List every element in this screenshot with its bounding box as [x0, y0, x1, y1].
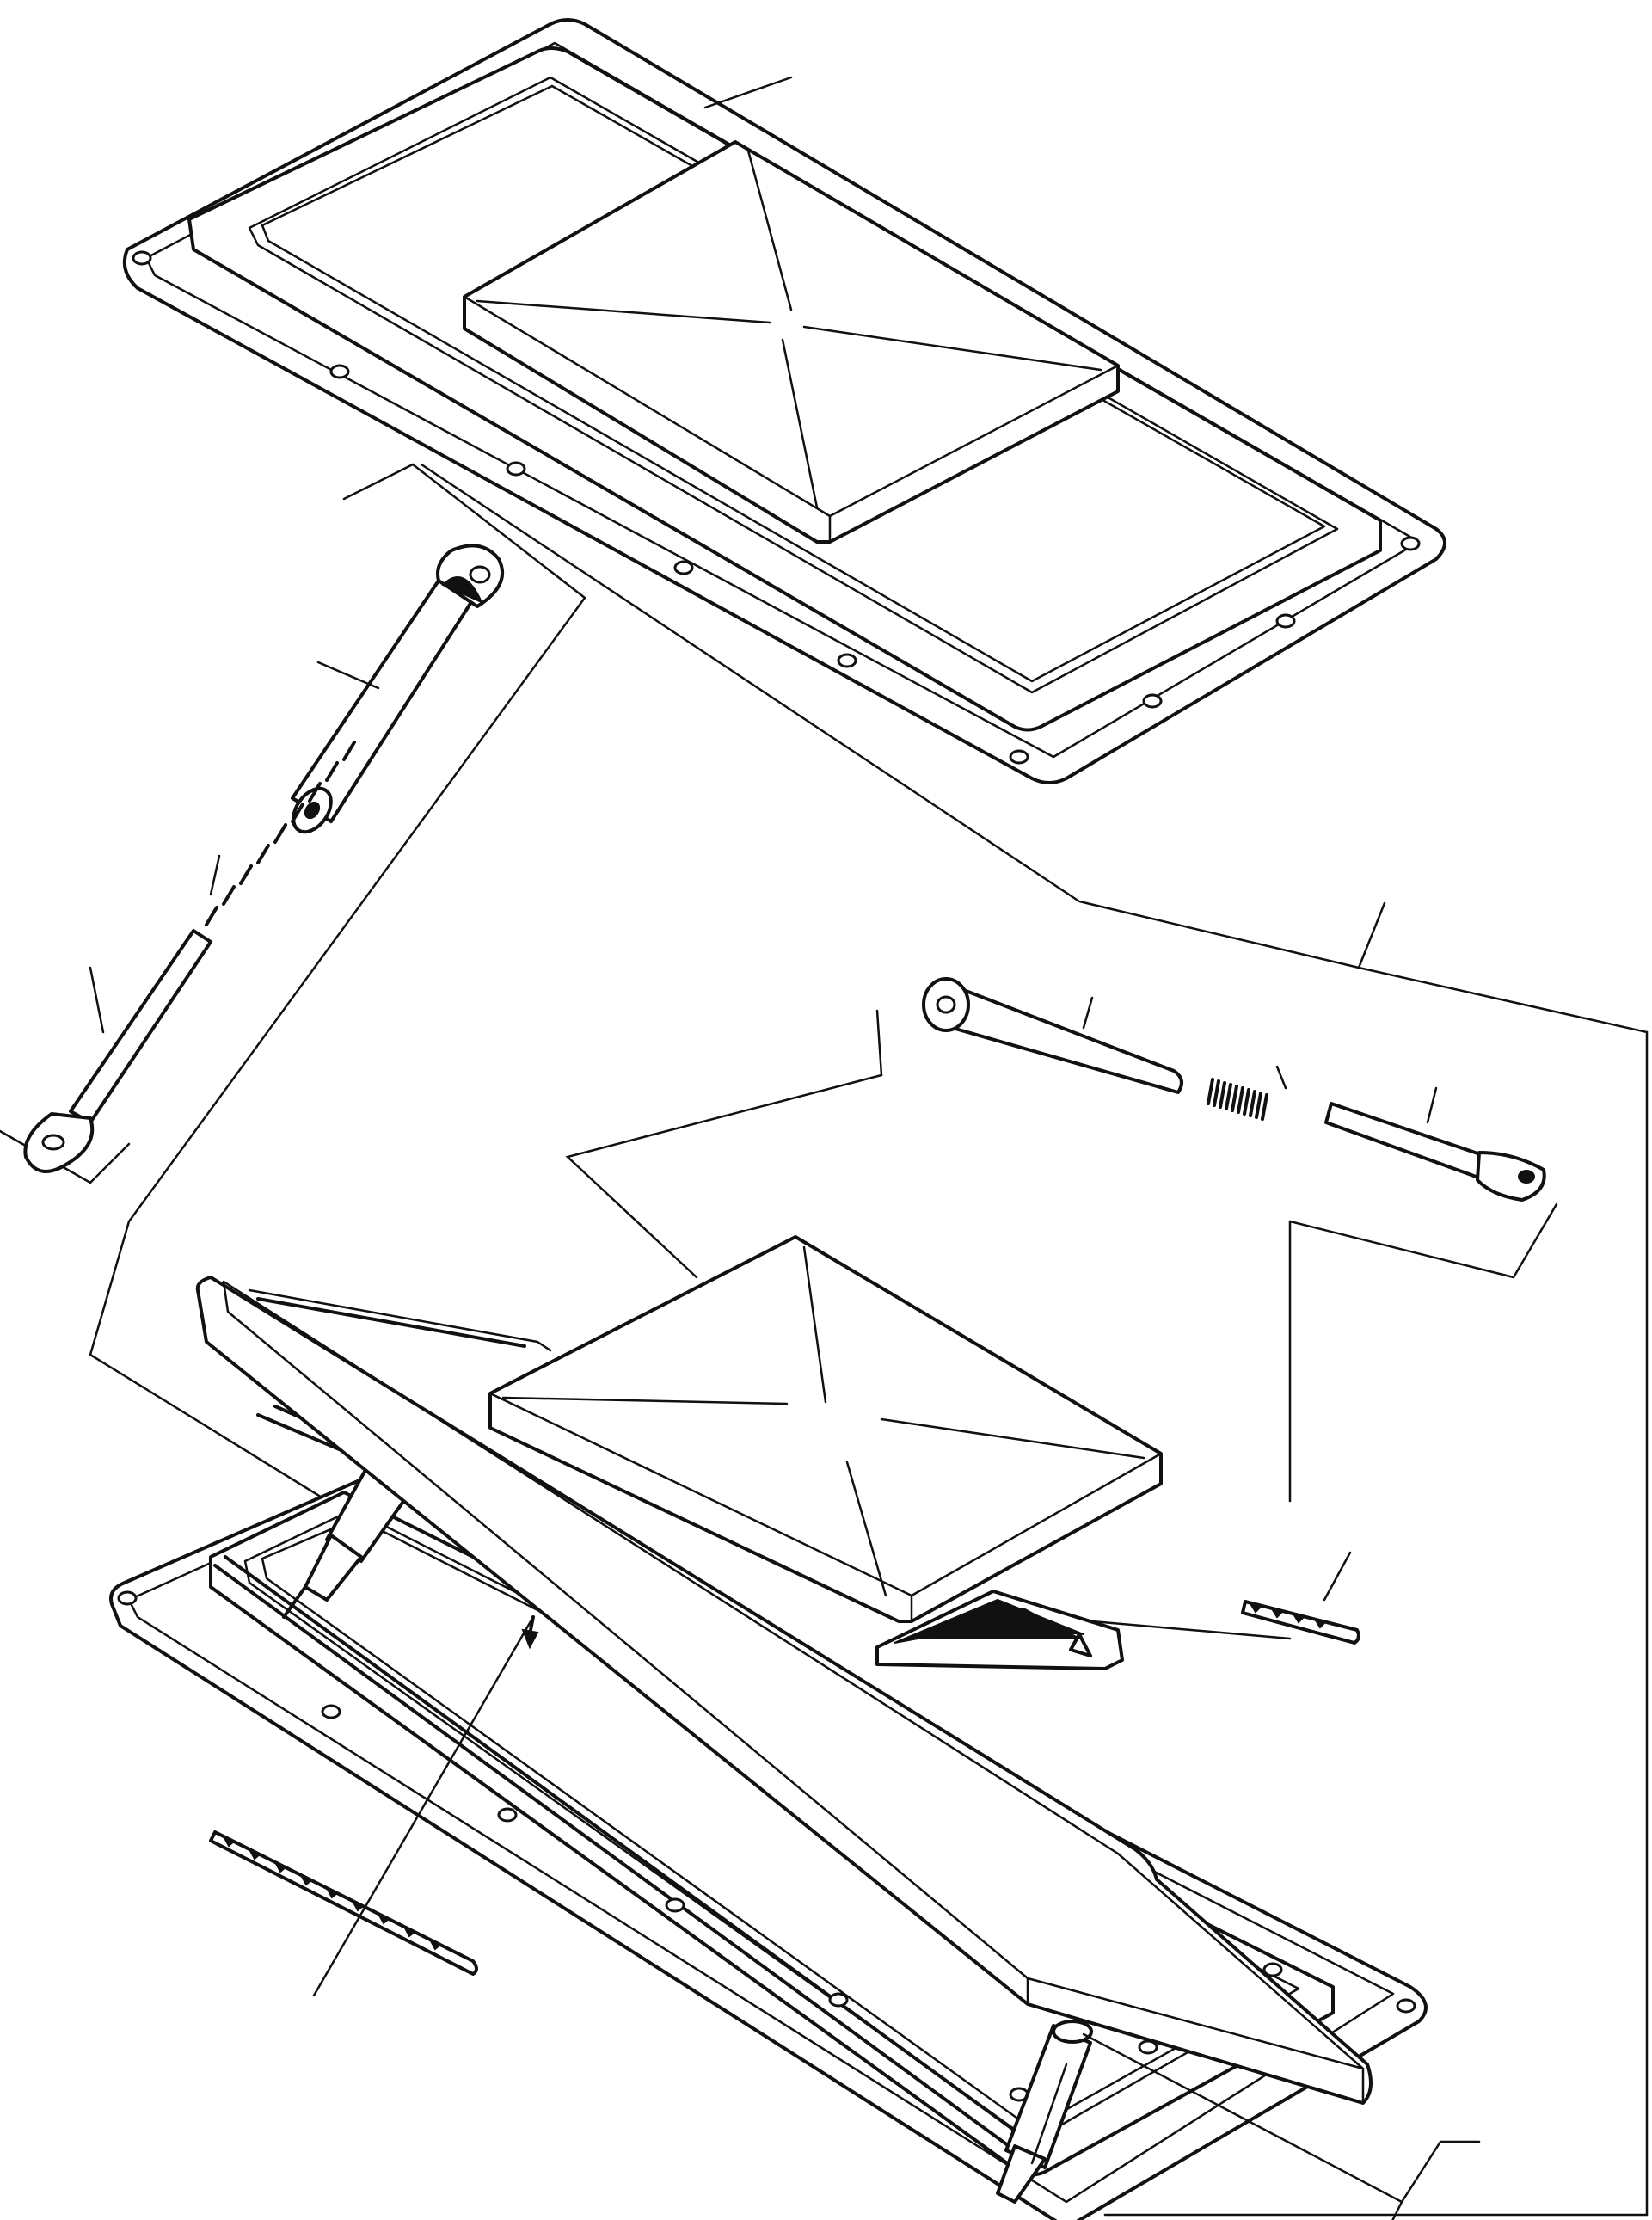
right-strut-spring: [1207, 1065, 1287, 1121]
long-seal-strip: [209, 1615, 535, 1997]
left-strut-cylinder: [291, 544, 504, 834]
left-strut-rod: [23, 929, 212, 1173]
open-hatch-assembly: [109, 1235, 1428, 2220]
left-gas-strut-group: [0, 463, 586, 1550]
latch-block: [875, 1590, 1124, 1670]
left-strut-bracket-outline: [89, 463, 586, 1550]
short-seal-strip: [1090, 1551, 1360, 1645]
installed-right-strut: [996, 2020, 1093, 2204]
top-lid-crease-3: [781, 338, 819, 509]
bottom-frame-body: [209, 1491, 1335, 2177]
leader-installed-strut: [1082, 2032, 1481, 2204]
top-frame-inner2: [261, 84, 1326, 683]
top-flange-bolt-holes: [132, 250, 1421, 765]
right-gas-strut-group: [565, 977, 1558, 1503]
leader-top-to-right: [420, 463, 1649, 2217]
right-strut-rod: [1324, 1086, 1546, 1202]
top-lid-crease-1: [746, 149, 793, 311]
open-lid-plate: [195, 1276, 1373, 2105]
open-lid-crease-2: [880, 1417, 1145, 1460]
leader-top-lid: [703, 76, 793, 109]
left-strut-spring: [205, 741, 356, 926]
closed-hatch-assembly: [123, 18, 1446, 784]
open-lid-crease-1: [802, 1245, 827, 1404]
bottom-frame-seal: [213, 1564, 1016, 2152]
bottom-flange-bolt-holes: [117, 1590, 1416, 2102]
open-lid-crease-4: [501, 1396, 789, 1405]
top-lid-crease-4: [476, 299, 771, 324]
open-lid-top: [222, 1280, 1365, 2070]
top-lid-crease-2: [802, 325, 1102, 372]
top-frame-inner: [248, 76, 1339, 694]
bottom-frame-inner: [243, 1508, 1300, 2143]
open-lid-crease-3: [845, 1461, 887, 1597]
top-lid-top: [463, 140, 1120, 518]
open-lid-raised-panel-top: [488, 1235, 1163, 1597]
right-strut-cylinder: [922, 977, 1183, 1094]
